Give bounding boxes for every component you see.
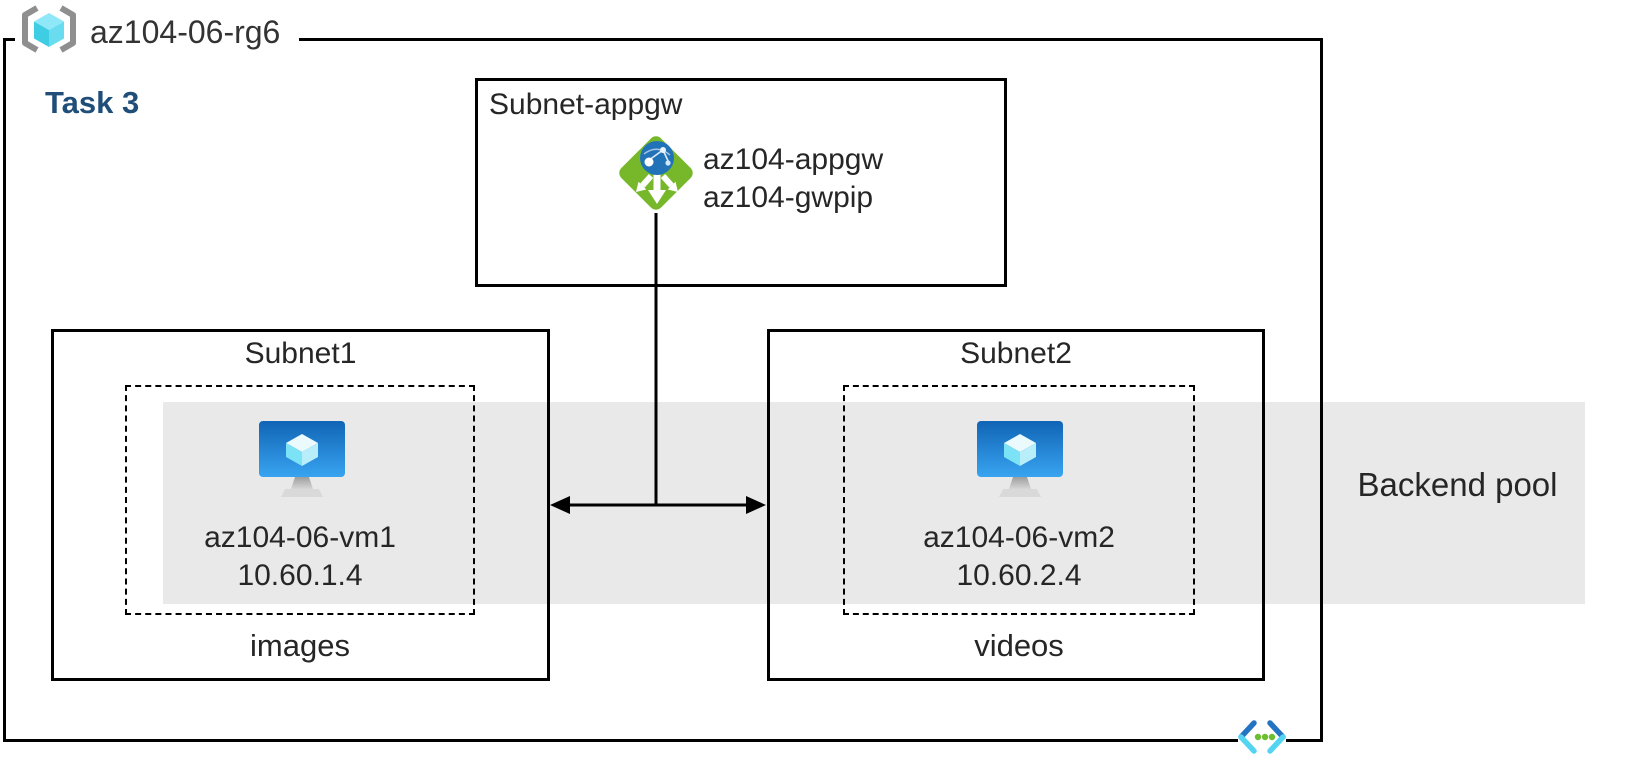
application-gateway-icon — [619, 136, 693, 210]
vm1-labels: az104-06-vm1 10.60.1.4 — [125, 519, 475, 595]
vm1-ip: 10.60.1.4 — [237, 559, 363, 592]
vm2-ip: 10.60.2.4 — [956, 559, 1082, 592]
gateway-labels: az104-appgw az104-gwpip — [703, 141, 883, 217]
gateway-pip: az104-gwpip — [703, 181, 874, 214]
virtual-machine-icon — [259, 421, 345, 497]
task-label: Task 3 — [45, 85, 140, 120]
resource-group-label: az104-06-rg6 — [88, 14, 291, 51]
subnet1-title: Subnet1 — [244, 337, 357, 370]
virtual-network-icon — [1238, 720, 1286, 754]
virtual-machine-icon — [977, 421, 1063, 497]
vm2-name: az104-06-vm2 — [923, 521, 1115, 554]
vm1-name: az104-06-vm1 — [204, 521, 396, 554]
subnet2-caption: videos — [974, 628, 1064, 663]
subnet-appgw-title: Subnet-appgw — [489, 88, 683, 121]
subnet1-caption: images — [250, 628, 350, 663]
vm2-labels: az104-06-vm2 10.60.2.4 — [843, 519, 1195, 595]
resource-group-icon — [22, 5, 76, 53]
subnet2-title: Subnet2 — [960, 337, 1072, 370]
backend-pool-label: Backend pool — [1357, 466, 1558, 503]
gateway-name: az104-appgw — [703, 143, 884, 176]
